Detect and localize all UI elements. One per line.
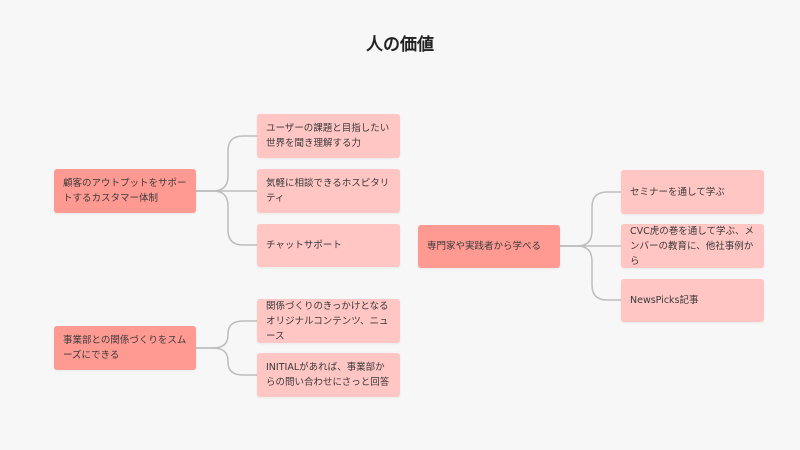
child-node-cvc-handbook[interactable]: CVC虎の巻を通して学ぶ、メンバーの教育に、他社事例から <box>621 224 764 268</box>
connector-line <box>196 320 257 349</box>
parent-node-business-relations[interactable]: 事業部との関係づくりをスムーズにできる <box>54 326 196 370</box>
connector-line <box>560 245 621 301</box>
child-node-initial-answers[interactable]: INITIALがあれば、事業部からの問い合わせにさっと回答 <box>257 353 400 397</box>
child-node-hospitality[interactable]: 気軽に相談できるホスピタリティ <box>257 169 400 213</box>
connector-line <box>196 190 257 246</box>
parent-node-customer-support[interactable]: 顧客のアウトプットをサポートするカスタマー体制 <box>54 169 196 213</box>
child-node-chat-support[interactable]: チャットサポート <box>257 224 400 267</box>
child-node-original-content[interactable]: 関係づくりのきっかけとなるオリジナルコンテンツ、ニュース <box>257 299 400 343</box>
page-title: 人の価値 <box>366 35 434 55</box>
connector-line <box>196 347 257 376</box>
child-node-understand-users[interactable]: ユーザーの課題と目指したい世界を聞き理解する力 <box>257 114 400 158</box>
child-node-newspicks[interactable]: NewsPicks記事 <box>621 279 764 322</box>
parent-node-learn-from-experts[interactable]: 専門家や実践者から学べる <box>418 225 560 268</box>
child-node-seminars[interactable]: セミナーを通して学ぶ <box>621 170 764 214</box>
connector-line <box>196 135 257 192</box>
connector-line <box>560 191 621 247</box>
